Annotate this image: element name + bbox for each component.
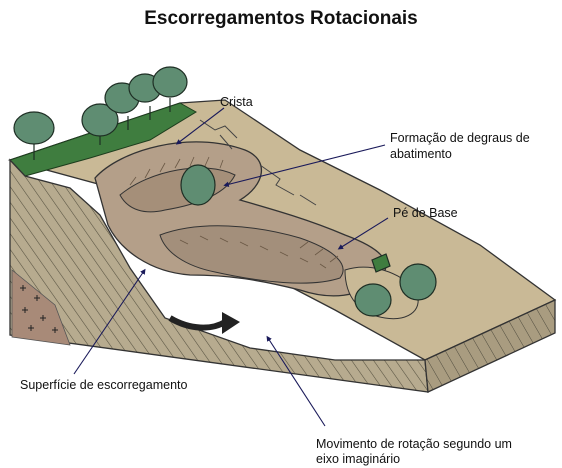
lower-slide-body	[159, 225, 344, 284]
hatched-rock-face	[9, 158, 429, 393]
label-degraus-line1: Formação de degraus de	[390, 131, 530, 145]
surface-cracks	[199, 119, 317, 206]
trees-at-toe	[354, 253, 437, 317]
label-crista: Crista	[220, 95, 253, 109]
rotation-arrow-icon	[168, 312, 240, 334]
deposit-cross-marks	[20, 285, 58, 333]
label-superficie: Superfície de escorregamento	[20, 378, 188, 392]
leader-lines	[73, 107, 389, 427]
granular-deposit	[11, 269, 71, 346]
trees-top-left	[13, 66, 188, 160]
label-pe-base: Pé de Base	[393, 206, 458, 220]
label-degraus-line2: abatimento	[390, 147, 452, 161]
label-movimento-line2: eixo imaginário	[316, 452, 401, 466]
tree-in-scar	[180, 164, 216, 206]
label-movimento-line1: Movimento de rotação segundo um	[316, 437, 512, 451]
hatched-front-side	[424, 298, 556, 393]
slide-texture	[129, 156, 339, 269]
diagram-title: Escorregamentos Rotacionais	[144, 8, 418, 29]
